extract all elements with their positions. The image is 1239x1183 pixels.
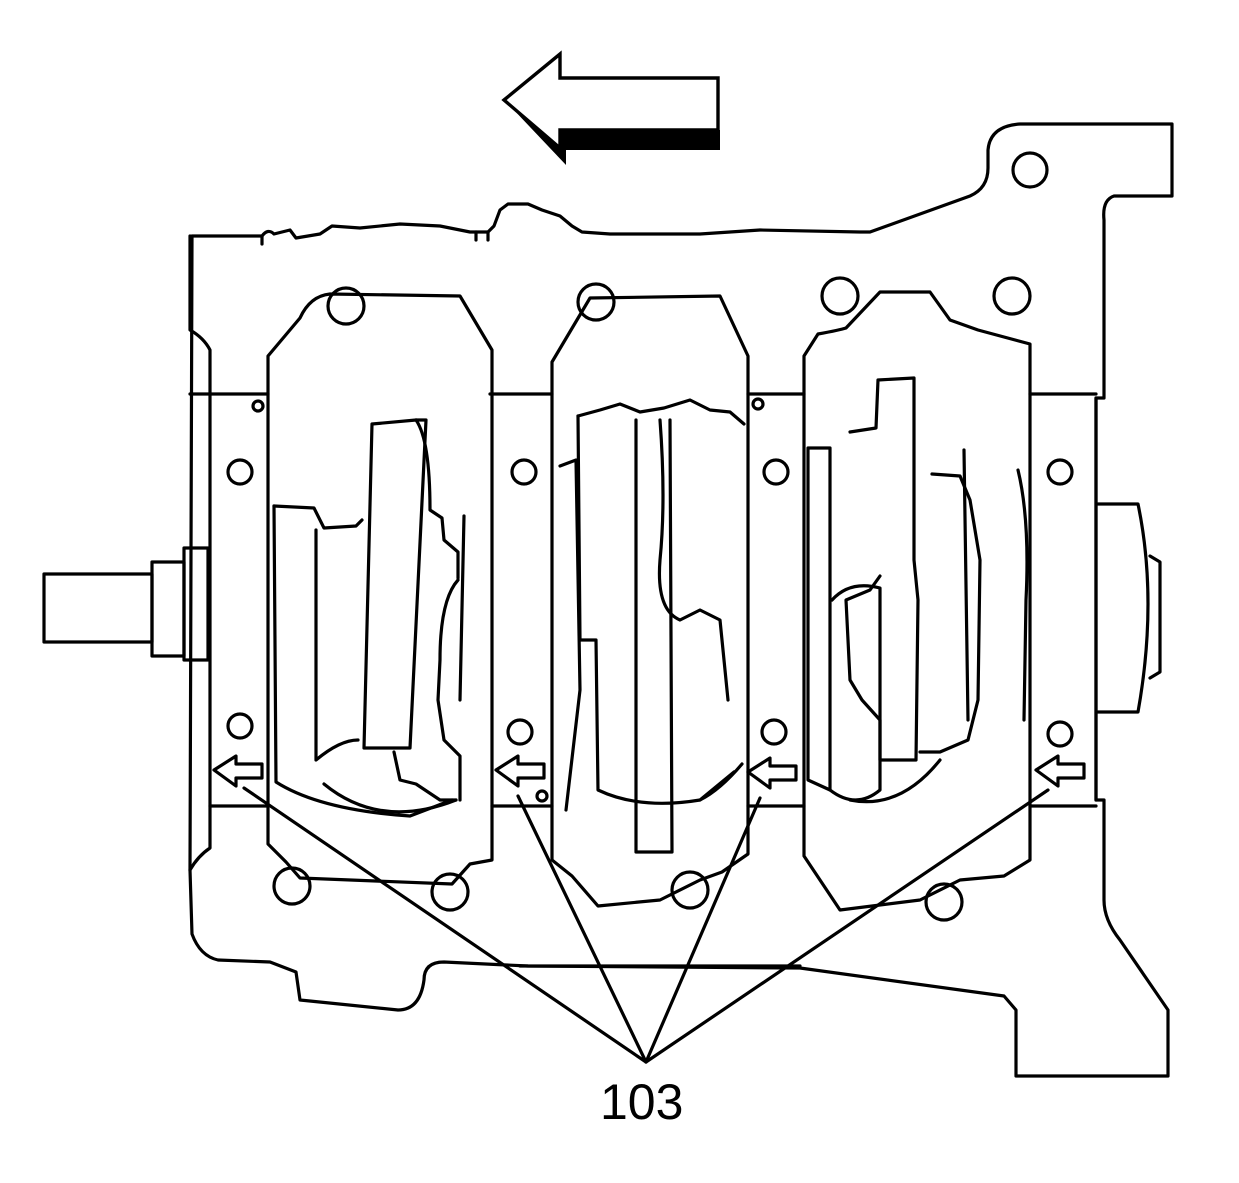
callout-leader-lines xyxy=(242,786,1050,1064)
crankshaft-throw-3 xyxy=(806,376,1029,804)
bearing-cap-3 xyxy=(802,290,1032,912)
bolt-holes xyxy=(226,151,1074,922)
left-flange xyxy=(188,234,212,872)
top-edge-detail xyxy=(260,230,490,246)
bearing-cap-1 xyxy=(266,292,494,886)
bearing-cap-2 xyxy=(550,294,750,908)
direction-arrow xyxy=(501,50,720,165)
crankshaft-throw-1 xyxy=(272,418,466,818)
crankshaft-throw-2 xyxy=(558,398,746,854)
oil-hole-arrows xyxy=(212,754,1086,790)
engine-block-outline xyxy=(188,122,1174,1078)
crankshaft-rear-flange xyxy=(1096,502,1162,714)
crankshaft-front-snout xyxy=(42,546,210,662)
callout-number: 103 xyxy=(600,1074,684,1130)
